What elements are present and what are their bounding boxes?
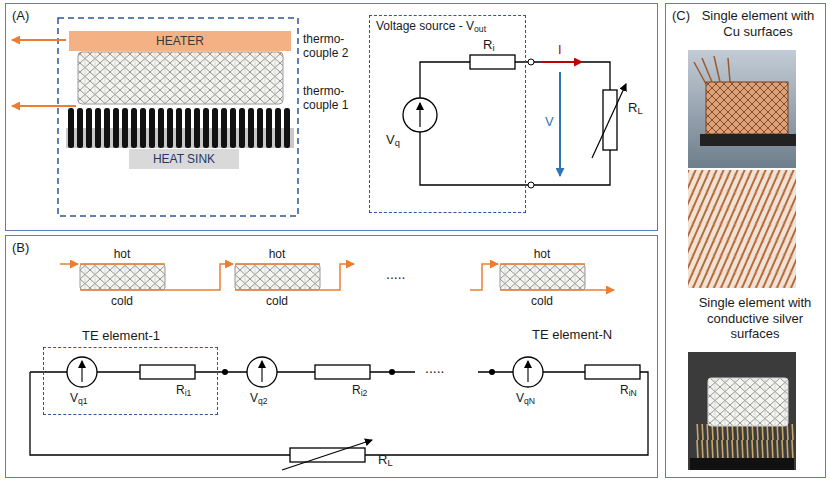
ellipsis: ..... bbox=[425, 360, 444, 377]
photo-caption: Single element with Cu surfaces bbox=[700, 8, 816, 39]
te-element-box: TE element-1 bbox=[43, 347, 218, 415]
resistor-label: Ri1 bbox=[176, 383, 191, 397]
side-label: hot bbox=[257, 247, 297, 261]
heater-bar: HEATER bbox=[69, 31, 291, 51]
panel-frame: (C) bbox=[665, 3, 826, 478]
subscript: L bbox=[637, 106, 642, 116]
panel-frame: (B) TE element-1 bbox=[5, 235, 658, 478]
panel-letter: (A) bbox=[12, 8, 29, 24]
subscript: L bbox=[387, 458, 392, 468]
source-label: Vq2 bbox=[250, 391, 268, 405]
resistor-label: RiN bbox=[620, 383, 637, 397]
source-label: Vq1 bbox=[70, 391, 88, 405]
panel-letter: (B) bbox=[12, 240, 29, 256]
side-label: cold bbox=[257, 294, 297, 308]
subscript: i2 bbox=[361, 388, 368, 398]
subscript: q1 bbox=[78, 396, 88, 406]
current-label: I bbox=[558, 42, 562, 58]
panel-letter: (C) bbox=[672, 8, 690, 24]
side-label: cold bbox=[102, 294, 142, 308]
subscript: iN bbox=[629, 388, 637, 398]
heat-sink-box: HEAT SINK bbox=[129, 149, 239, 169]
subscript: out bbox=[474, 24, 486, 34]
thermocouple-label: thermo-couple 2 bbox=[303, 32, 363, 61]
subscript: q bbox=[395, 138, 400, 148]
resistor-label: Ri2 bbox=[352, 383, 367, 397]
box-label: Voltage source - Vout bbox=[376, 19, 486, 33]
side-label: cold bbox=[522, 294, 562, 308]
box-label: TE element-1 bbox=[82, 328, 160, 344]
side-label: hot bbox=[102, 247, 142, 261]
resistor-label: Ri bbox=[483, 37, 494, 53]
subscript: i bbox=[492, 43, 494, 53]
element-label: TE element-N bbox=[532, 327, 612, 343]
voltage-source-box: Voltage source - Vout bbox=[369, 15, 526, 213]
resistor-label: RL bbox=[628, 100, 643, 116]
subscript: q2 bbox=[258, 396, 268, 406]
side-label: hot bbox=[522, 247, 562, 261]
voltage-label: V bbox=[545, 114, 554, 130]
box-label: HEAT SINK bbox=[153, 152, 215, 166]
resistor-label: RL bbox=[378, 452, 393, 468]
ellipsis: ..... bbox=[386, 266, 405, 283]
photo-caption: Single element with conductive silver su… bbox=[690, 295, 820, 342]
box-label: HEATER bbox=[156, 34, 204, 48]
source-label: VqN bbox=[516, 391, 535, 405]
source-label: Vq bbox=[386, 132, 400, 148]
subscript: i1 bbox=[185, 388, 192, 398]
subscript: qN bbox=[524, 396, 535, 406]
thermocouple-label: thermo-couple 1 bbox=[303, 84, 363, 113]
